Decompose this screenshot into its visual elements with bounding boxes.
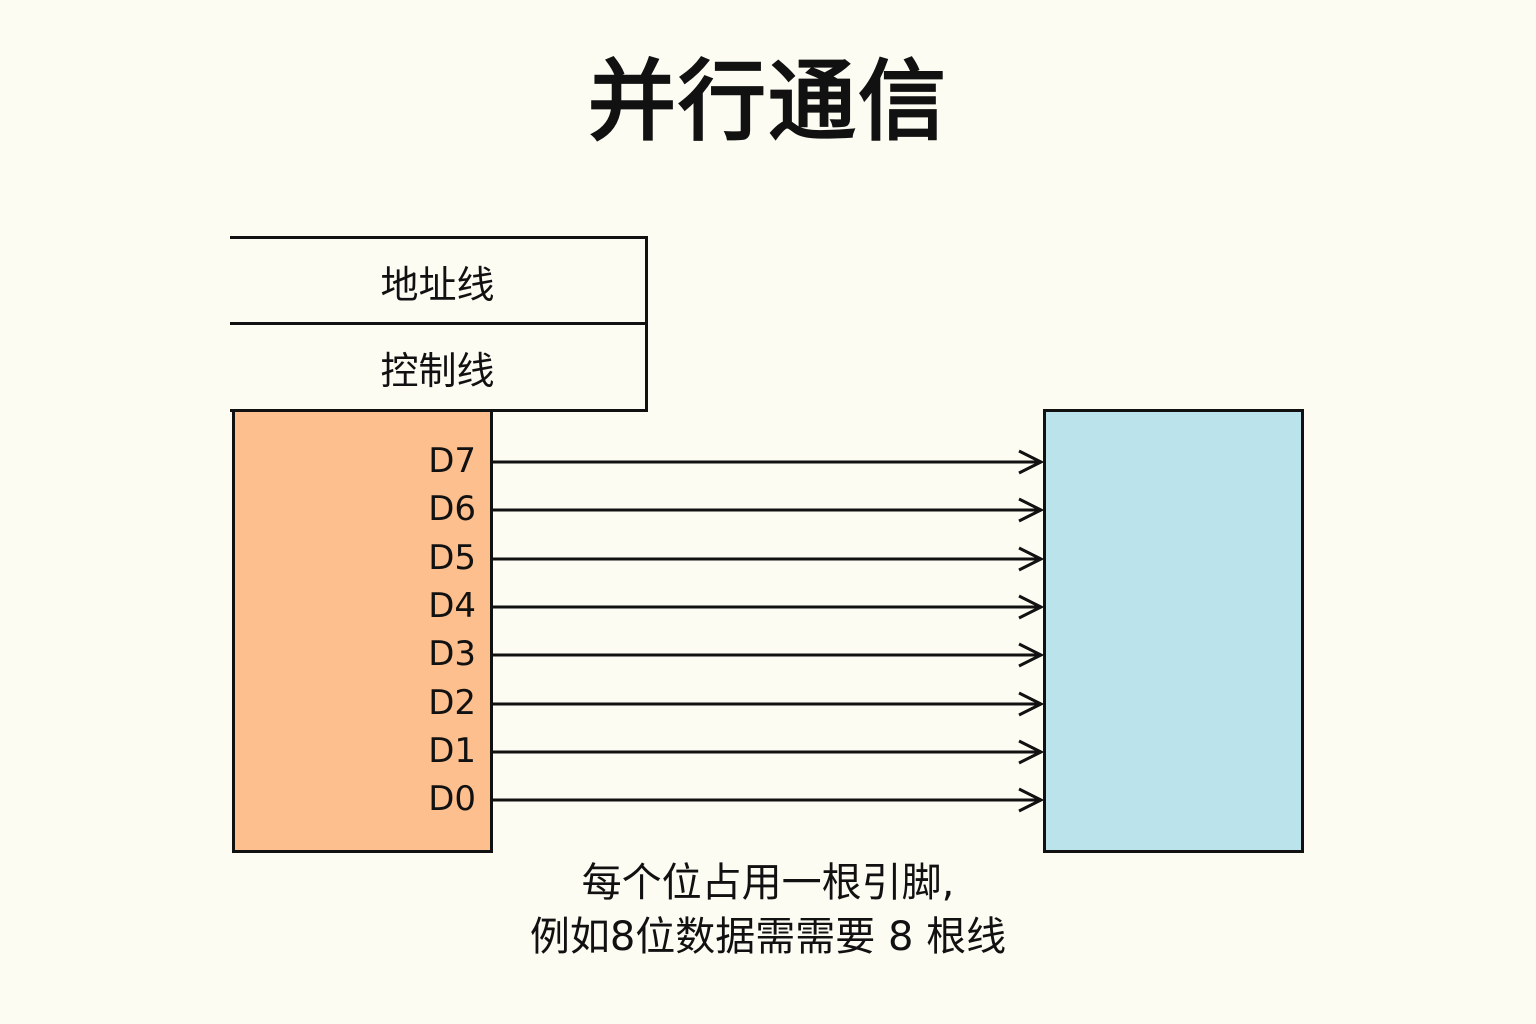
- diagram-title: 并行通信: [587, 50, 948, 153]
- receiver-block: [1043, 409, 1304, 853]
- control-line-label: 控制线: [380, 348, 495, 393]
- arrowhead-d7: [1018, 449, 1045, 475]
- pin-label-d7: D7: [428, 441, 476, 481]
- arrowhead-d5: [1018, 546, 1045, 572]
- sender-block: [232, 409, 493, 853]
- pin-label-d5: D5: [428, 538, 476, 578]
- pin-label-d2: D2: [428, 683, 476, 723]
- arrowhead-d4: [1018, 594, 1045, 620]
- pin-label-d1: D1: [428, 731, 476, 771]
- arrowhead-d0: [1018, 787, 1045, 813]
- address-line-box: 地址线: [230, 236, 648, 324]
- arrowhead-d3: [1018, 642, 1045, 668]
- arrowhead-d1: [1018, 739, 1045, 765]
- caption-line-1: 每个位占用一根引脚,: [581, 860, 955, 906]
- arrowhead-d6: [1018, 497, 1045, 523]
- pin-label-d4: D4: [428, 586, 476, 626]
- arrowhead-d2: [1018, 691, 1045, 717]
- pin-label-d3: D3: [428, 634, 476, 674]
- caption-line-2: 例如8位数据需需要 8 根线: [529, 914, 1007, 960]
- pin-label-d0: D0: [428, 779, 476, 819]
- address-line-label: 地址线: [380, 263, 495, 307]
- pin-label-d6: D6: [428, 489, 476, 529]
